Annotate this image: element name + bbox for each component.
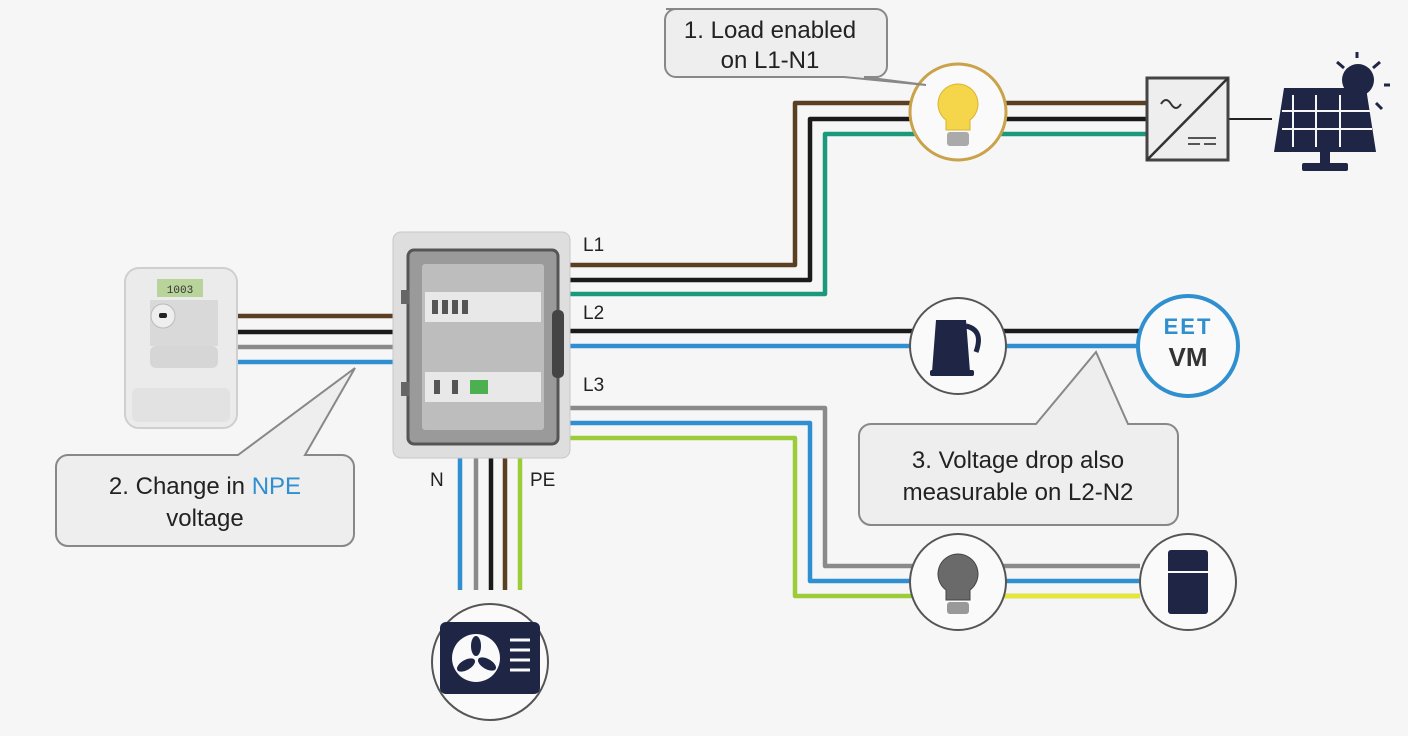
light-bulb-on-icon (908, 62, 1008, 162)
inverter-icon (1145, 76, 1230, 162)
callout-3-line-1: 3. Voltage drop also (912, 447, 1124, 474)
callout-1-line-2: on L1-N1 (721, 47, 820, 74)
label-l3: L3 (583, 375, 604, 396)
meter-wires (237, 313, 395, 380)
heat-pump-wires (457, 455, 523, 590)
callout-2-line-2: voltage (166, 505, 243, 532)
callout-npe-change: 2. Change in NPE voltage (55, 367, 356, 547)
callout-1-line-1: 1. Load enabled (684, 17, 856, 44)
callout-2-line-1: 2. Change in NPE (109, 473, 301, 500)
kettle-icon (909, 297, 1007, 395)
light-bulb-off-icon (909, 533, 1007, 631)
smart-meter-icon: 1003 (124, 267, 238, 429)
callout-voltage-drop: 3. Voltage drop also measurable on L2-N2 (858, 350, 1179, 526)
solar-panel-icon (1274, 52, 1390, 171)
label-l2: L2 (583, 303, 604, 324)
label-n: N (430, 470, 444, 491)
heat-pump-fan-icon (431, 603, 549, 721)
l2-wires (570, 328, 1140, 364)
meter-display: 1003 (167, 285, 193, 297)
vm-text: VM (1169, 342, 1208, 372)
vm-meter-icon: EET VM (1136, 294, 1240, 398)
callout-load-enabled: 1. Load enabled on L1-N1 (664, 8, 927, 86)
vm-brand: EET (1164, 314, 1213, 339)
fridge-icon (1139, 533, 1237, 631)
label-pe: PE (530, 470, 555, 491)
callout-3-line-2: measurable on L2-N2 (903, 479, 1134, 506)
distribution-panel-icon (392, 231, 571, 459)
label-l1: L1 (583, 235, 604, 256)
